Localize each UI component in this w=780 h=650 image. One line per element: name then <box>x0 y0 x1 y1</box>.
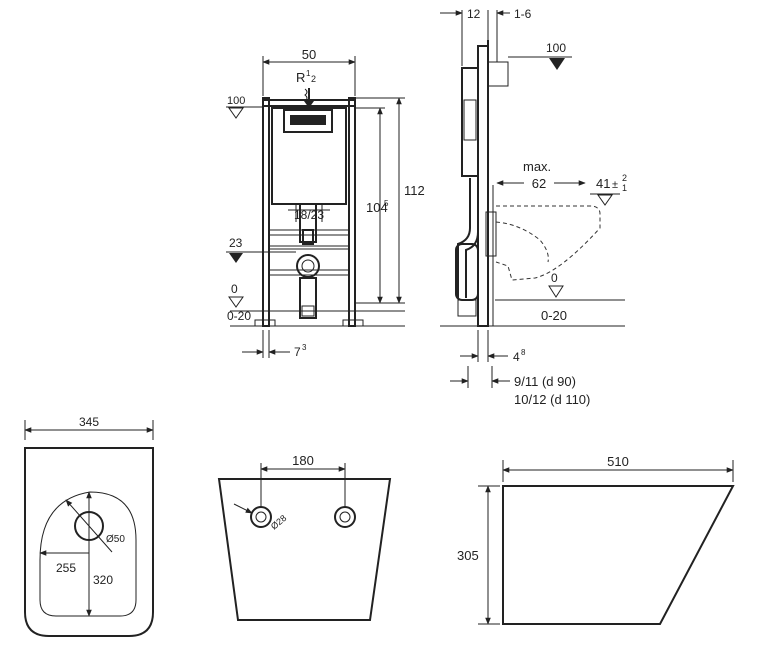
front-top-ref: 100 <box>227 95 245 107</box>
foot-right <box>342 319 364 327</box>
side-flush-plate <box>487 61 509 87</box>
offset-label: 7 <box>294 345 301 359</box>
offset-sup: 3 <box>302 343 307 352</box>
pipe-dim-line1: 9/11 (d 90) <box>514 374 576 389</box>
wall-gap-label: 4 <box>513 350 520 364</box>
side-cistern <box>461 67 479 177</box>
profile-view: 510 305 <box>457 454 735 625</box>
bolt-hole-left <box>250 506 272 528</box>
side-waste-pipe <box>457 178 471 298</box>
tolerance-sign: ± <box>612 179 618 191</box>
bowl-height-label: 41 <box>596 176 610 191</box>
thread-sup: 1 <box>306 69 311 78</box>
dim-a-label: 255 <box>56 561 76 575</box>
height-inner-sup: 5 <box>384 199 389 208</box>
flush-plate <box>283 109 333 133</box>
wall-gap-sup: 8 <box>521 348 526 357</box>
front-view: 50 R 1 2 100 112 104 5 18/23 23 0 0-20 <box>226 47 425 359</box>
front-floor-level-label: 0 <box>231 282 238 296</box>
top-width-label: 345 <box>79 415 99 429</box>
tolerance-minus: 1 <box>622 183 627 193</box>
bowl-distance-label: 62 <box>532 176 546 191</box>
profile-height-label: 305 <box>457 548 479 563</box>
foot-left <box>254 319 276 327</box>
max-label: max. <box>523 159 551 174</box>
profile-length-label: 510 <box>607 454 629 469</box>
waste-level-label: 23 <box>229 236 243 250</box>
flush-plate-logo <box>290 115 326 125</box>
tolerance-plus: 2 <box>622 173 627 183</box>
hole-label: Ø50 <box>106 534 125 545</box>
side-floor-level-label: 0 <box>551 271 558 285</box>
side-floor-range-label: 0-20 <box>541 308 567 323</box>
height-inner-label: 104 <box>366 200 388 215</box>
depth-a-label: 12 <box>467 7 481 21</box>
top-view: 345 Ø50 255 320 <box>24 415 154 637</box>
bowl-outline <box>495 205 601 281</box>
thread-label: R <box>296 70 305 85</box>
dim-b-label: 320 <box>93 573 113 587</box>
height-outer-label: 112 <box>404 183 425 198</box>
front-width-label: 50 <box>302 47 316 62</box>
bowl-inner-outline <box>39 491 137 617</box>
level-marker-icon <box>228 107 244 119</box>
bolt-hole-right <box>334 506 356 528</box>
rear-outline <box>217 478 392 621</box>
pipe-dim-line2: 10/12 (d 110) <box>514 392 590 407</box>
filled-level-marker-icon <box>229 253 243 263</box>
rear-view: 180 Ø28 <box>217 453 392 621</box>
depth-b-label: 1-6 <box>514 7 532 21</box>
inlet-label: 18/23 <box>294 208 324 222</box>
frame-post-left <box>262 97 270 327</box>
waste-outlet <box>296 254 320 278</box>
bowl-top-outline <box>24 447 154 637</box>
side-frame <box>477 45 489 327</box>
spacing-label: 180 <box>292 453 314 468</box>
frame-post-right <box>348 97 356 327</box>
profile-outline <box>502 485 735 625</box>
thread-sub: 2 <box>311 74 316 84</box>
front-floor-range-label: 0-20 <box>227 309 251 323</box>
inlet-pipe <box>299 203 317 243</box>
side-top-ref: 100 <box>546 41 566 55</box>
waste-pipe <box>299 277 317 319</box>
side-view: 12 1-6 100 max. 62 41 ± 2 1 0 0-20 4 8 9… <box>440 7 627 407</box>
